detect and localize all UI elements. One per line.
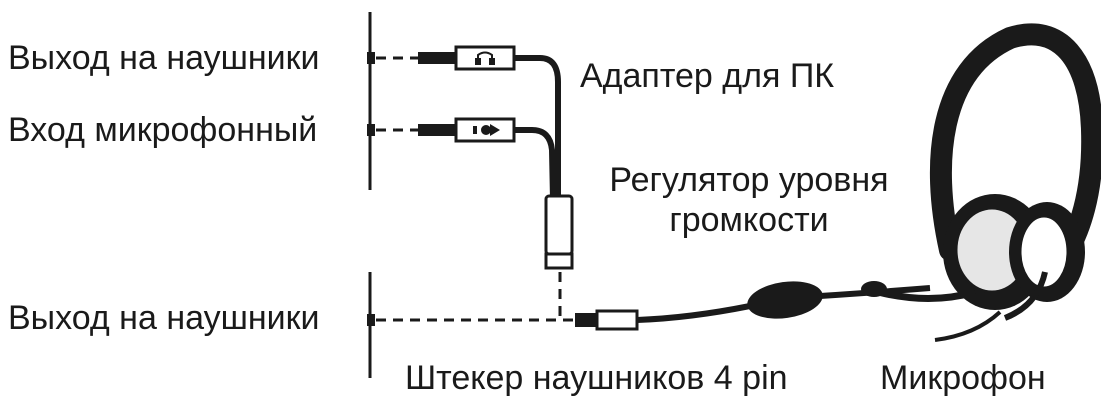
- headset: [861, 23, 1101, 342]
- label-plug-4pin: Штекер наушников 4 pin: [405, 359, 788, 397]
- adapter-combined-plug: [544, 194, 574, 256]
- microphone-capsule: [861, 281, 887, 297]
- label-volume-control: Регулятор уровня громкости: [594, 160, 904, 240]
- label-volume-control-line2: громкости: [669, 201, 829, 239]
- label-pc-headphone-out: Выход на наушники: [8, 39, 320, 77]
- dashed-connectors: [376, 56, 575, 322]
- headset-cable: [575, 281, 931, 331]
- pc-adapter: [418, 45, 574, 270]
- adapter-cable-bottom: [514, 127, 556, 201]
- microphone-boom: [877, 288, 976, 302]
- label-volume-control-line1: Регулятор уровня: [609, 161, 889, 199]
- left-ear-cushion: [1018, 214, 1070, 290]
- label-microphone: Микрофон: [880, 359, 1046, 397]
- device-headphone-jack: [367, 314, 375, 326]
- adapter-cable-top: [514, 55, 561, 200]
- label-pc-mic-in: Вход микрофонный: [8, 111, 318, 149]
- headband: [929, 23, 1101, 273]
- headphone-port-icon: [475, 51, 495, 65]
- pc-panel: [367, 12, 375, 190]
- adapter-headphone-plug: [454, 45, 516, 71]
- label-device-headphone-out: Выход на наушники: [8, 299, 320, 337]
- microphone-port-icon: [473, 124, 500, 136]
- device-panel: [367, 272, 375, 378]
- volume-control-body: [747, 281, 823, 319]
- pc-mic-jack: [367, 124, 375, 136]
- plug-4pin: [595, 309, 639, 331]
- pc-headphone-jack: [367, 52, 375, 64]
- label-pc-adapter: Адаптер для ПК: [580, 57, 835, 95]
